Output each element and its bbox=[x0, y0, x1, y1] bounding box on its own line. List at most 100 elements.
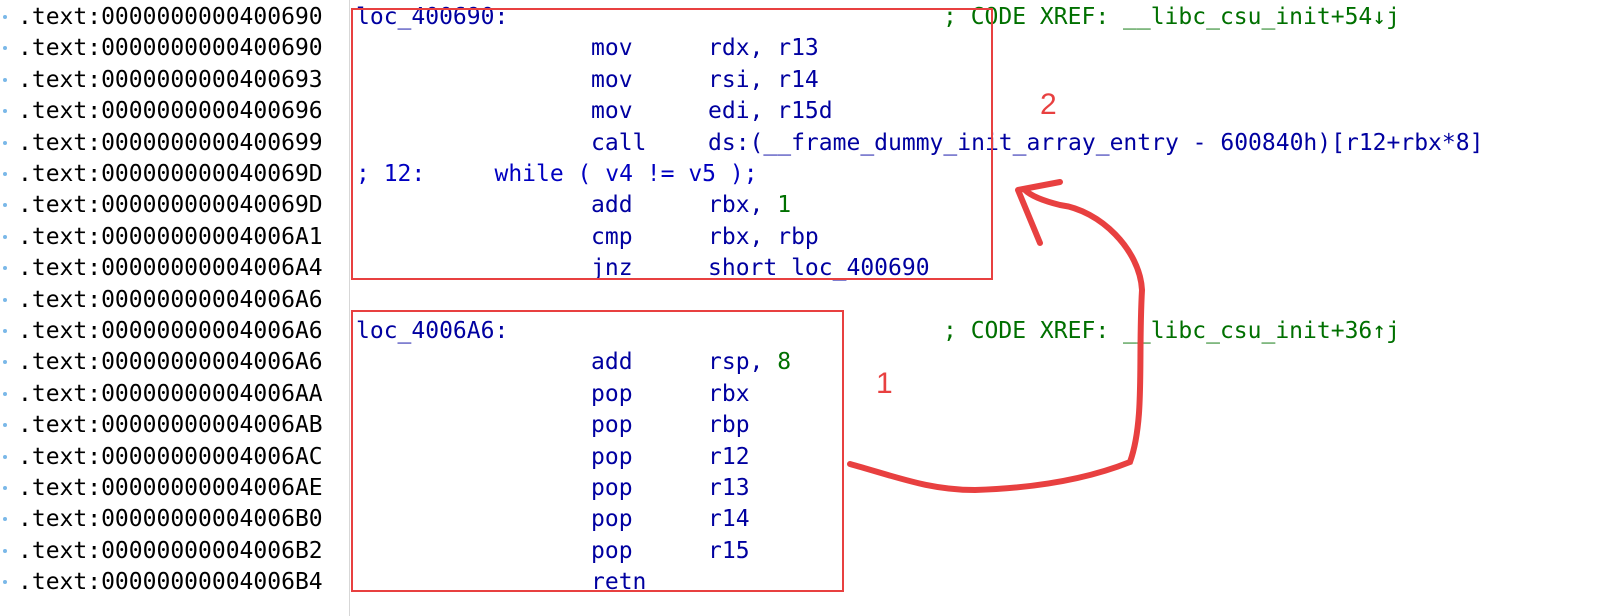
breakpoint-gutter-marker[interactable] bbox=[0, 347, 12, 378]
instruction-mnemonic[interactable]: pop bbox=[591, 412, 633, 439]
instruction-mnemonic[interactable]: pop bbox=[591, 475, 633, 501]
listing-row[interactable]: .text:0000000000400690 mov rdx, r13 bbox=[0, 33, 1603, 64]
instruction-operands[interactable]: rbx, rbp bbox=[708, 222, 819, 253]
address: .text:00000000004006A1 bbox=[18, 223, 323, 250]
immediate-value: 8 bbox=[777, 349, 792, 376]
instruction-operands[interactable]: rdx, r13 bbox=[708, 33, 819, 64]
address: .text:0000000000400693 bbox=[18, 66, 323, 93]
listing-row[interactable]: .text:00000000004006AC pop r12 bbox=[0, 442, 1603, 473]
highlight-box-1 bbox=[351, 310, 844, 592]
instruction-mnemonic[interactable]: mov bbox=[591, 66, 633, 93]
xref-comment[interactable]: ; CODE XREF: __libc_csu_init+54↓j bbox=[943, 4, 1400, 30]
address: .text:0000000000400690 bbox=[18, 35, 323, 62]
instruction-mnemonic[interactable]: jnz bbox=[591, 255, 633, 282]
instruction-mnemonic[interactable]: add bbox=[591, 192, 633, 219]
operand-text: short loc_400690 bbox=[708, 255, 930, 282]
operand-text: rbx, bbox=[708, 192, 778, 219]
xref-comment[interactable]: ; CODE XREF: __libc_csu_init+36↑j bbox=[943, 318, 1400, 344]
instruction-operands[interactable]: rsi, r14 bbox=[708, 65, 819, 96]
breakpoint-gutter-marker[interactable] bbox=[0, 222, 12, 253]
address: .text:00000000004006B4 bbox=[18, 569, 323, 596]
address: .text:000000000040069D bbox=[18, 192, 323, 219]
operand-text: rsi, r14 bbox=[708, 66, 819, 93]
address: .text:00000000004006B2 bbox=[18, 537, 323, 564]
instruction-operands[interactable]: rbp bbox=[708, 410, 750, 441]
listing-row[interactable]: .text:00000000004006AB pop rbp bbox=[0, 410, 1603, 441]
instruction-operands[interactable]: r15 bbox=[708, 536, 750, 567]
instruction-operands[interactable]: r14 bbox=[708, 504, 750, 535]
listing-row[interactable]: .text:00000000004006A6 add rsp, 8 bbox=[0, 347, 1603, 378]
instruction-operands[interactable]: r12 bbox=[708, 442, 750, 473]
arrow-head bbox=[1015, 179, 1063, 246]
instruction-operands[interactable]: edi, r15d bbox=[708, 96, 833, 127]
operand-text: r14 bbox=[708, 506, 750, 533]
breakpoint-gutter-marker[interactable] bbox=[0, 536, 12, 567]
breakpoint-gutter-marker[interactable] bbox=[0, 410, 12, 441]
instruction-operands[interactable]: r13 bbox=[708, 473, 750, 504]
address: .text:0000000000400690 bbox=[18, 4, 323, 30]
operand-text: rbx, rbp bbox=[708, 223, 819, 250]
operand-text: rbx bbox=[708, 380, 750, 407]
address: .text:00000000004006AE bbox=[18, 475, 323, 501]
breakpoint-gutter-marker[interactable] bbox=[0, 379, 12, 410]
breakpoint-gutter-marker[interactable] bbox=[0, 159, 12, 190]
instruction-operands[interactable]: ds:(__frame_dummy_init_array_entry - 600… bbox=[708, 128, 1483, 159]
highlight-box-2 bbox=[351, 8, 993, 280]
instruction-operands[interactable]: short loc_400690 bbox=[708, 253, 930, 284]
listing-row[interactable]: .text:00000000004006AE pop r13 bbox=[0, 473, 1603, 504]
breakpoint-gutter-marker[interactable] bbox=[0, 65, 12, 96]
breakpoint-gutter-marker[interactable] bbox=[0, 473, 12, 504]
address: .text:00000000004006A6 bbox=[18, 349, 323, 376]
annotation-label-2: 2 bbox=[1040, 88, 1057, 121]
breakpoint-gutter-marker[interactable] bbox=[0, 253, 12, 284]
instruction-mnemonic[interactable]: pop bbox=[591, 380, 633, 407]
listing-row[interactable]: .text:000000000040069D add rbx, 1 bbox=[0, 190, 1603, 221]
instruction-mnemonic[interactable]: add bbox=[591, 349, 633, 376]
operand-text: r12 bbox=[708, 443, 750, 470]
listing-row[interactable]: .text:00000000004006B0 pop r14 bbox=[0, 504, 1603, 535]
listing-row[interactable]: .text:00000000004006A1 cmp rbx, rbp bbox=[0, 222, 1603, 253]
address: .text:00000000004006A6 bbox=[18, 286, 323, 313]
instruction-mnemonic[interactable]: pop bbox=[591, 537, 633, 564]
instruction-mnemonic[interactable]: call bbox=[591, 129, 647, 156]
breakpoint-gutter-marker[interactable] bbox=[0, 190, 12, 221]
instruction-mnemonic[interactable]: cmp bbox=[591, 223, 633, 250]
listing-row[interactable]: .text:0000000000400699 call ds:(__frame_du… bbox=[0, 128, 1603, 159]
breakpoint-gutter-marker[interactable] bbox=[0, 567, 12, 598]
listing-row[interactable]: .text:000000000040069D; 12: while ( v4 !… bbox=[0, 159, 1603, 190]
breakpoint-gutter-marker[interactable] bbox=[0, 504, 12, 535]
breakpoint-gutter-marker[interactable] bbox=[0, 2, 12, 33]
breakpoint-gutter-marker[interactable] bbox=[0, 128, 12, 159]
instruction-operands[interactable]: rbx, 1 bbox=[708, 190, 791, 221]
address: .text:00000000004006B0 bbox=[18, 506, 323, 533]
instruction-mnemonic[interactable]: pop bbox=[591, 506, 633, 533]
instruction-mnemonic[interactable]: pop bbox=[591, 443, 633, 470]
address: .text:0000000000400699 bbox=[18, 129, 323, 156]
listing-row[interactable]: .text:00000000004006B2 pop r15 bbox=[0, 536, 1603, 567]
breakpoint-gutter-marker[interactable] bbox=[0, 96, 12, 127]
instruction-mnemonic[interactable]: mov bbox=[591, 98, 633, 125]
listing-row[interactable]: .text:00000000004006A6 bbox=[0, 285, 1603, 316]
address: .text:00000000004006AB bbox=[18, 412, 323, 439]
operand-text: ds:(__frame_dummy_init_array_entry - 600… bbox=[708, 129, 1484, 156]
listing-row[interactable]: .text:00000000004006A4 jnz short loc_40069… bbox=[0, 253, 1603, 284]
instruction-operands[interactable]: rbx bbox=[708, 379, 750, 410]
code-label[interactable]: loc_4006A6: bbox=[356, 318, 509, 344]
listing-row[interactable]: .text:0000000000400693 mov rsi, r14 bbox=[0, 65, 1603, 96]
arrow-curve bbox=[847, 187, 1146, 494]
breakpoint-gutter-marker[interactable] bbox=[0, 285, 12, 316]
instruction-operands[interactable]: rsp, 8 bbox=[708, 347, 791, 378]
pseudocode-comment: ; 12: while ( v4 != v5 ); bbox=[356, 161, 758, 187]
breakpoint-gutter-marker[interactable] bbox=[0, 33, 12, 64]
breakpoint-gutter-marker[interactable] bbox=[0, 316, 12, 347]
address: .text:00000000004006A4 bbox=[18, 255, 323, 282]
address: .text:00000000004006AC bbox=[18, 443, 323, 470]
breakpoint-gutter-marker[interactable] bbox=[0, 442, 12, 473]
instruction-mnemonic[interactable]: mov bbox=[591, 35, 633, 62]
